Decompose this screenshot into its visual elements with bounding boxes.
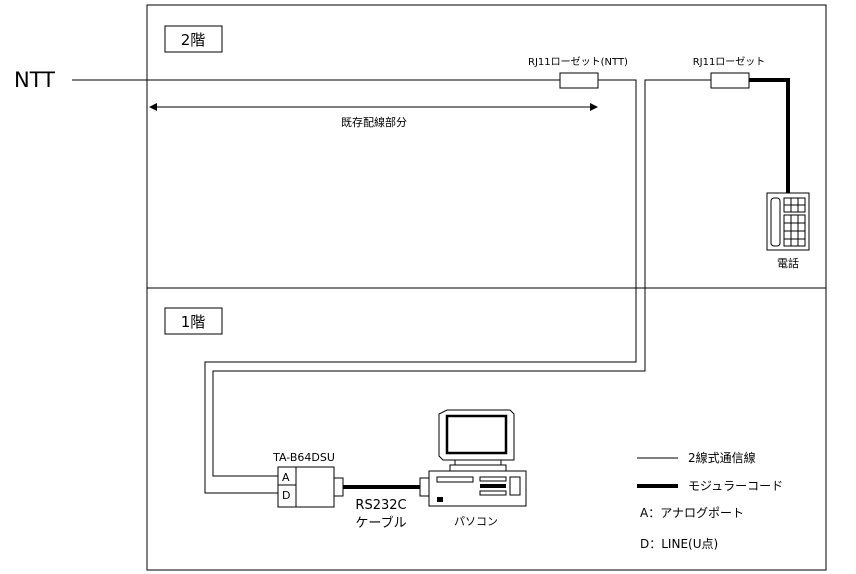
floor2-label-box xyxy=(164,25,223,53)
floor1-label: 1階 xyxy=(181,313,206,331)
cable-label-line1: RS232C xyxy=(355,498,406,513)
ta-port-d: D xyxy=(282,489,290,502)
rosette-ntt-label: RJ11ローゼット(NTT) xyxy=(528,56,628,68)
ta-device xyxy=(277,466,335,508)
rosette-ntt xyxy=(559,72,599,89)
rosette xyxy=(710,72,750,89)
ta-name: TA-B64DSU xyxy=(272,451,335,464)
legend-port-a: A：アナログポート xyxy=(640,506,744,520)
personal-computer-icon xyxy=(428,409,527,507)
pc-serial-connector xyxy=(419,477,430,497)
legend: 2線式通信線 モジュラーコード A：アナログポート D：LINE(U点) xyxy=(637,450,783,551)
two-wire-line-outer xyxy=(204,79,637,494)
floor1-label-box xyxy=(164,307,223,335)
ntt-label: NTT xyxy=(14,68,55,92)
legend-thick-line-label: モジュラーコード xyxy=(688,479,783,493)
ta-port-a: A xyxy=(282,471,290,484)
legend-port-d: D：LINE(U点) xyxy=(640,537,718,551)
floor2-label: 2階 xyxy=(181,31,206,49)
telephone-icon xyxy=(766,192,810,251)
phone-label: 電話 xyxy=(777,256,799,270)
legend-thin-line-label: 2線式通信線 xyxy=(688,450,756,465)
existing-wiring-label: 既存配線部分 xyxy=(341,115,407,129)
rosette-label: RJ11ローゼット xyxy=(693,56,766,68)
ta-serial-connector xyxy=(333,477,344,497)
modular-cord-phone xyxy=(749,78,790,194)
two-wire-line-inner xyxy=(212,79,711,477)
cable-label-line2: ケーブル xyxy=(355,515,406,531)
pc-label: パソコン xyxy=(454,515,498,528)
